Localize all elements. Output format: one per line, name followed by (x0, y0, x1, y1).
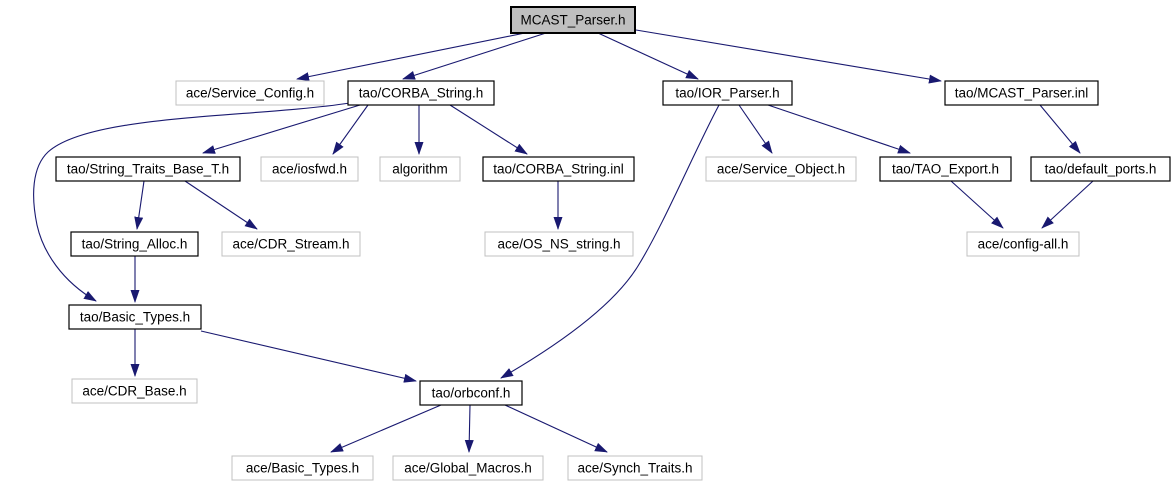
node-string_alloc[interactable]: tao/String_Alloc.h (70, 231, 199, 257)
edge-mcast_parser_h-to-corba_string_h (402, 32, 547, 80)
node-box-default_ports[interactable] (1030, 156, 1171, 182)
node-service_config: ace/Service_Config.h (175, 80, 325, 106)
node-box-ior_parser_h[interactable] (662, 80, 793, 106)
edge-corba_string_h-to-iosfwd (332, 104, 369, 155)
node-box-algorithm (379, 156, 461, 182)
node-box-os_ns_string (484, 231, 634, 257)
node-box-orbconf[interactable] (419, 380, 523, 406)
edge-orbconf-to-ace_basic_types (330, 404, 442, 453)
node-synch_traits: ace/Synch_Traits.h (567, 455, 703, 481)
edge-default_ports-to-config_all (1041, 180, 1094, 229)
node-label-os_ns_string: ace/OS_NS_string.h (497, 237, 620, 252)
node-tao_export[interactable]: tao/TAO_Export.h (879, 156, 1012, 182)
node-box-global_macros (392, 455, 544, 481)
node-default_ports[interactable]: tao/default_ports.h (1030, 156, 1171, 182)
node-label-cdr_stream: ace/CDR_Stream.h (232, 237, 349, 252)
node-orbconf[interactable]: tao/orbconf.h (419, 380, 523, 406)
node-box-mcast_parser_h (510, 6, 636, 34)
node-config_all: ace/config-all.h (966, 231, 1080, 257)
node-box-service_config (175, 80, 325, 106)
node-label-service_object: ace/Service_Object.h (717, 162, 845, 177)
node-box-cdr_base (71, 378, 198, 404)
edge-ior_parser_h-to-service_object (738, 104, 773, 154)
node-label-global_macros: ace/Global_Macros.h (404, 461, 532, 476)
node-box-string_traits_base[interactable] (55, 156, 241, 182)
edge-ior_parser_h-to-tao_export (767, 104, 911, 154)
edge-string_traits_base-to-cdr_stream (184, 180, 258, 230)
node-global_macros: ace/Global_Macros.h (392, 455, 544, 481)
node-cdr_stream: ace/CDR_Stream.h (221, 231, 361, 257)
node-label-string_traits_base: tao/String_Traits_Base_T.h (67, 162, 229, 177)
node-box-cdr_stream (221, 231, 361, 257)
node-ior_parser_h[interactable]: tao/IOR_Parser.h (662, 80, 793, 106)
node-service_object: ace/Service_Object.h (705, 156, 857, 182)
node-label-ace_basic_types: ace/Basic_Types.h (246, 461, 359, 476)
node-label-synch_traits: ace/Synch_Traits.h (577, 461, 692, 476)
edge-mcast_parser_h-to-ior_parser_h (597, 32, 699, 80)
node-label-basic_types: tao/Basic_Types.h (80, 310, 190, 325)
node-box-ace_basic_types (231, 455, 374, 481)
node-mcast_parser_inl[interactable]: tao/MCAST_Parser.inl (944, 80, 1099, 106)
node-box-corba_string_h[interactable] (347, 80, 495, 106)
node-label-string_alloc: tao/String_Alloc.h (82, 237, 188, 252)
edge-corba_string_h-to-basic_types (33, 102, 351, 302)
node-label-config_all: ace/config-all.h (978, 237, 1069, 252)
node-label-tao_export: tao/TAO_Export.h (892, 162, 999, 177)
node-label-orbconf: tao/orbconf.h (432, 386, 511, 401)
node-label-cdr_base: ace/CDR_Base.h (82, 384, 186, 399)
node-label-default_ports: tao/default_ports.h (1045, 162, 1157, 177)
node-label-corba_string_h: tao/CORBA_String.h (359, 86, 484, 101)
edge-corba_string_h-to-string_traits_base (202, 104, 361, 154)
node-corba_string_h[interactable]: tao/CORBA_String.h (347, 80, 495, 106)
node-cdr_base: ace/CDR_Base.h (71, 378, 198, 404)
node-box-synch_traits (567, 455, 703, 481)
node-string_traits_base[interactable]: tao/String_Traits_Base_T.h (55, 156, 241, 182)
node-label-iosfwd: ace/iosfwd.h (272, 162, 347, 177)
node-algorithm: algorithm (379, 156, 461, 182)
node-box-basic_types[interactable] (68, 304, 202, 330)
node-box-string_alloc[interactable] (70, 231, 199, 257)
edge-mcast_parser_inl-to-default_ports (1039, 104, 1081, 154)
node-label-corba_string_inl: tao/CORBA_String.inl (493, 162, 624, 177)
node-mcast_parser_h: MCAST_Parser.h (510, 6, 636, 34)
edge-orbconf-to-global_macros (464, 404, 474, 453)
edge-basic_types-to-orbconf (200, 330, 417, 383)
node-iosfwd: ace/iosfwd.h (260, 156, 359, 182)
node-corba_string_inl[interactable]: tao/CORBA_String.inl (482, 156, 635, 182)
edge-mcast_parser_h-to-service_config (296, 32, 526, 82)
node-ace_basic_types: ace/Basic_Types.h (231, 455, 374, 481)
edge-orbconf-to-synch_traits (504, 404, 608, 453)
node-box-tao_export[interactable] (879, 156, 1012, 182)
edge-corba_string_h-to-corba_string_inl (449, 104, 528, 155)
node-box-config_all (966, 231, 1080, 257)
edge-mcast_parser_h-to-mcast_parser_inl (635, 29, 942, 84)
node-label-mcast_parser_inl: tao/MCAST_Parser.inl (955, 86, 1089, 101)
node-box-iosfwd (260, 156, 359, 182)
node-os_ns_string: ace/OS_NS_string.h (484, 231, 634, 257)
node-box-mcast_parser_inl[interactable] (944, 80, 1099, 106)
node-box-service_object (705, 156, 857, 182)
node-label-ior_parser_h: tao/IOR_Parser.h (675, 86, 779, 101)
node-label-mcast_parser_h: MCAST_Parser.h (520, 13, 625, 28)
node-label-service_config: ace/Service_Config.h (186, 86, 314, 101)
node-box-corba_string_inl[interactable] (482, 156, 635, 182)
node-basic_types[interactable]: tao/Basic_Types.h (68, 304, 202, 330)
edge-tao_export-to-config_all (950, 180, 1004, 229)
edge-string_traits_base-to-string_alloc (134, 180, 145, 230)
edge-ior_parser_h-to-orbconf (500, 104, 720, 379)
node-label-algorithm: algorithm (392, 162, 448, 177)
